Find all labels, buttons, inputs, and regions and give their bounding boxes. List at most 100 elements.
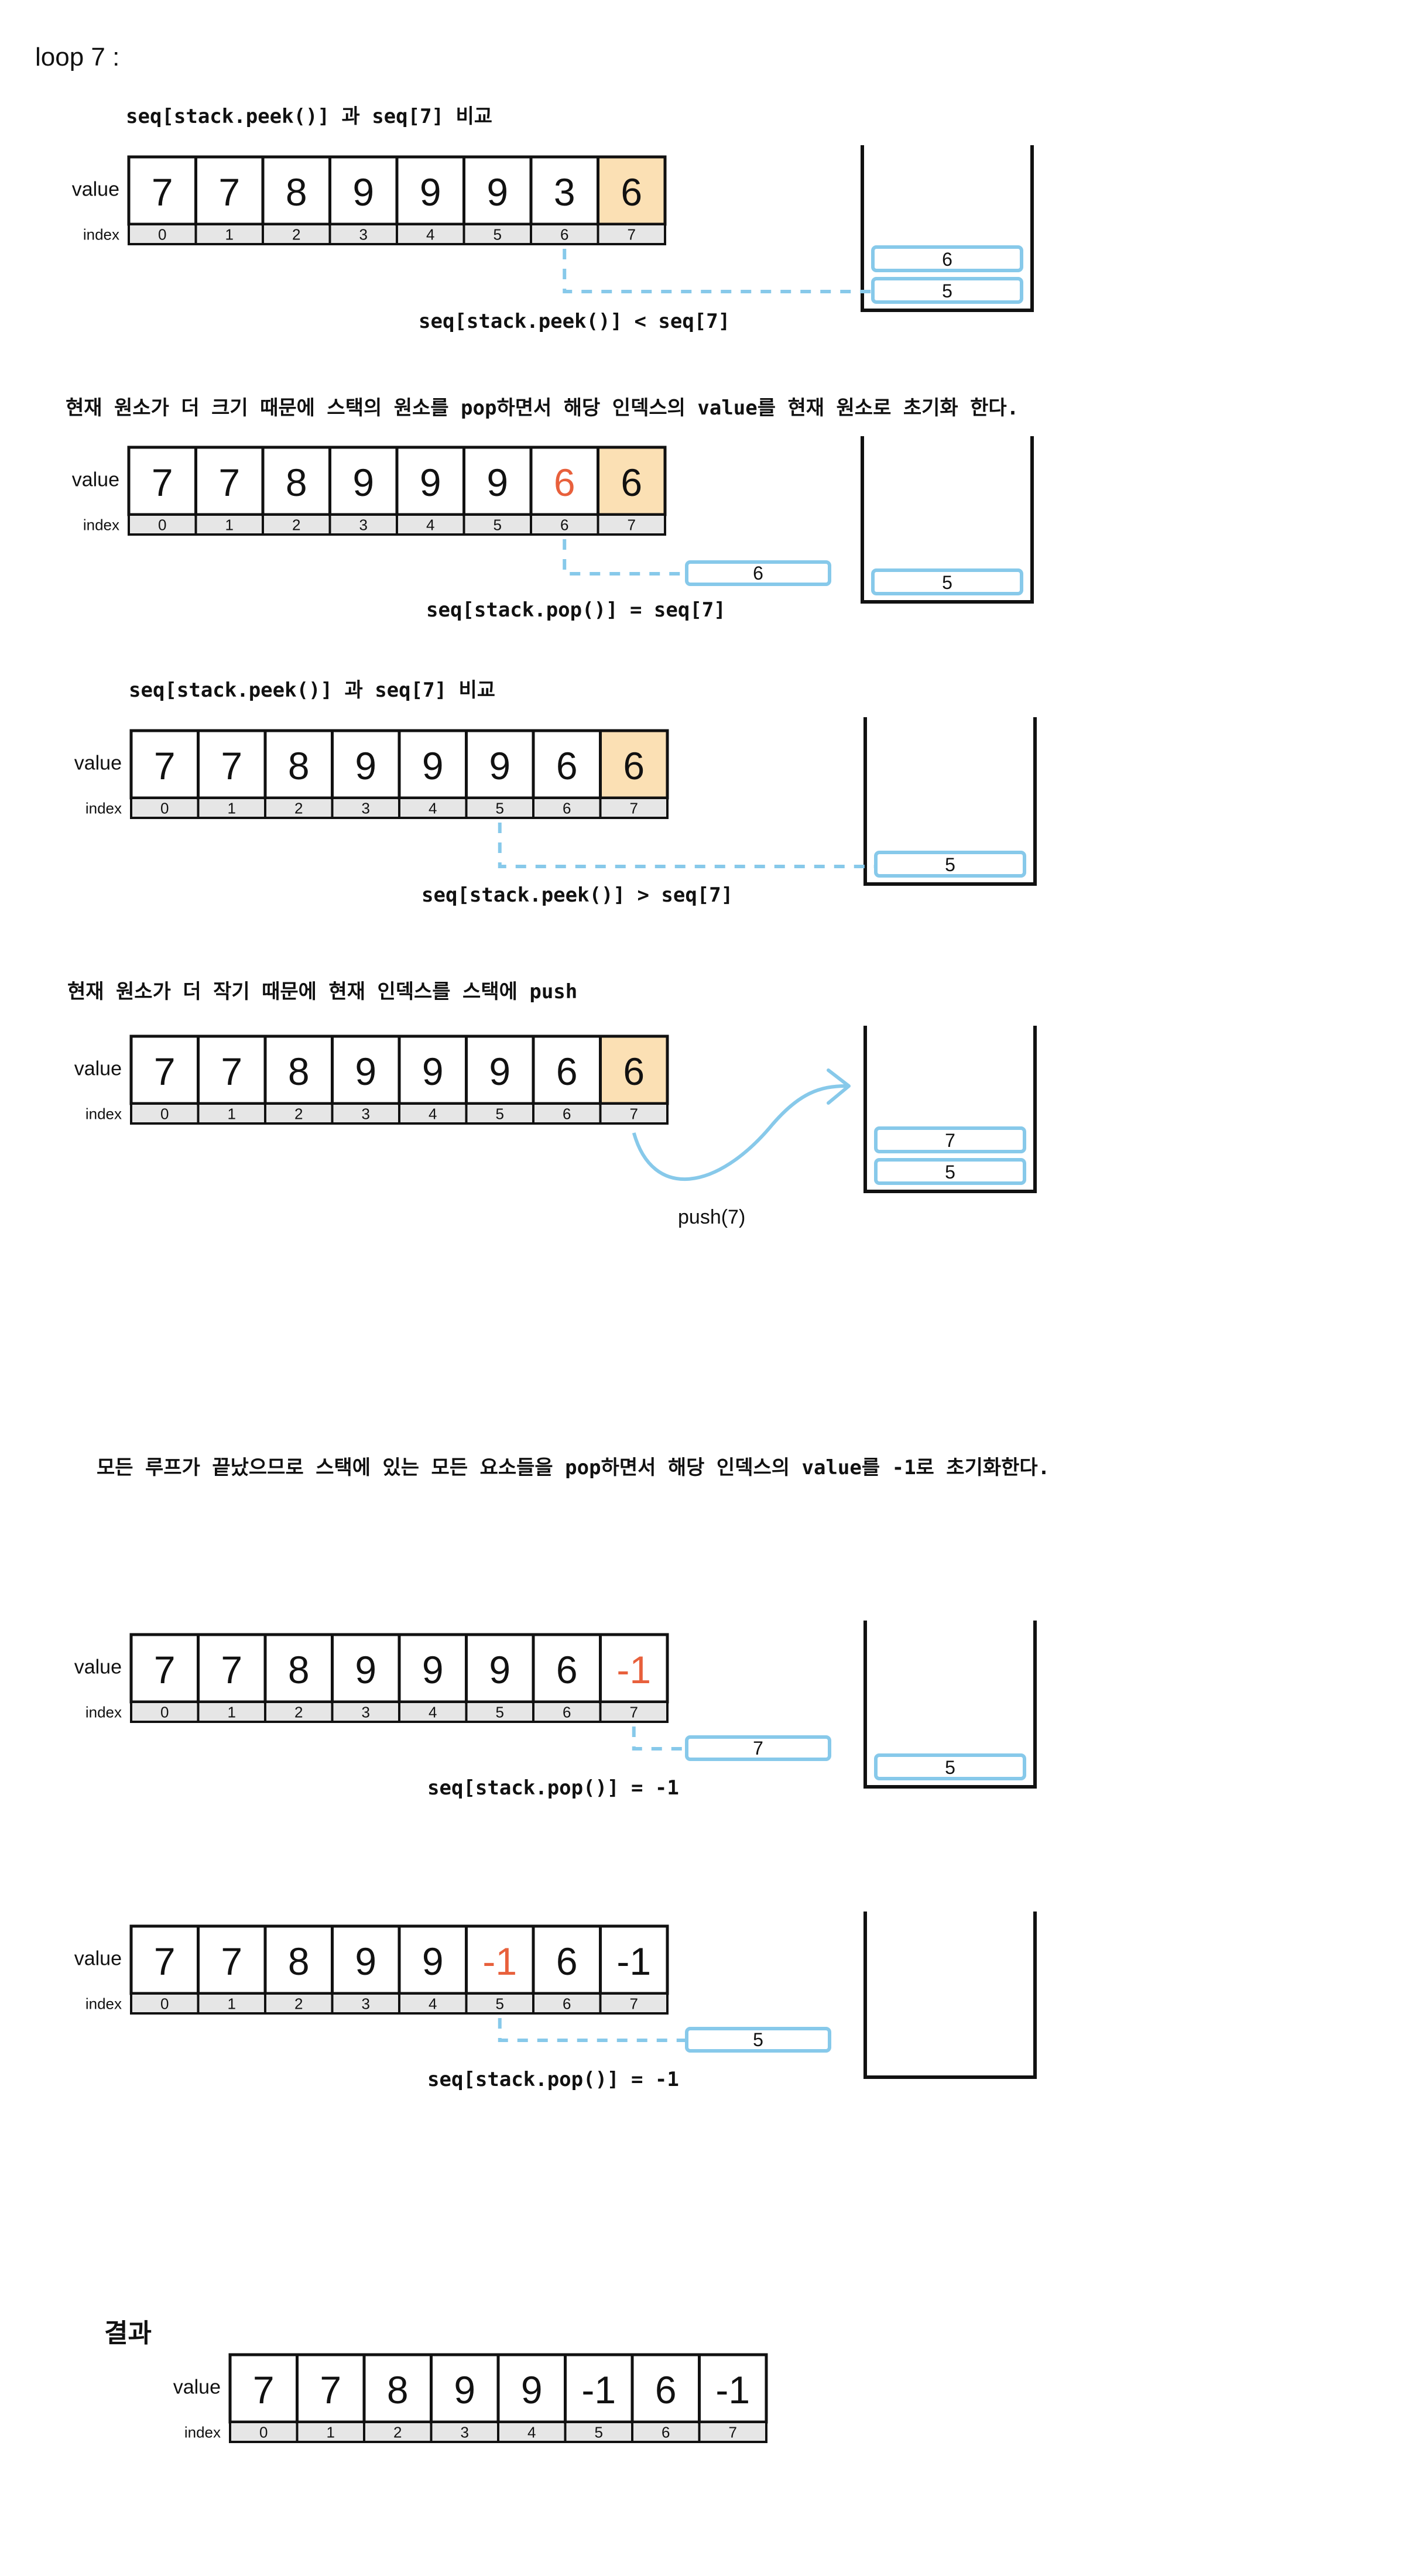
- stack-item-text: 5: [945, 1757, 955, 1778]
- value-text: 6: [621, 170, 642, 214]
- value-text: -1: [482, 1940, 517, 1983]
- stack-item-text: 6: [942, 249, 952, 270]
- index-text: 2: [294, 800, 303, 817]
- popped-item: [685, 1735, 831, 1761]
- value-text: 9: [489, 1050, 510, 1093]
- value-label: value: [72, 179, 119, 201]
- index-text: 4: [429, 1704, 437, 1721]
- final-caption: 모든 루프가 끝났으므로 스택에 있는 모든 요소들을 pop하면서 해당 인덱…: [97, 1456, 1050, 1479]
- index-cell: [465, 797, 534, 819]
- value-text: 7: [221, 1648, 242, 1691]
- value-text: 8: [288, 1050, 310, 1093]
- value-text: 6: [556, 1940, 578, 1983]
- index-text: 2: [294, 1105, 303, 1123]
- value-cell: [599, 729, 669, 800]
- value-cell: [197, 729, 267, 800]
- value-text: 6: [655, 2368, 677, 2411]
- stack-item: [871, 277, 1023, 304]
- value-text: 8: [387, 2368, 409, 2411]
- index-text: 2: [294, 1995, 303, 2013]
- index-label: index: [85, 1995, 122, 2013]
- value-text: 7: [218, 170, 240, 214]
- index-text: 0: [160, 1995, 169, 2013]
- index-cell: [396, 513, 465, 536]
- value-text: 7: [154, 744, 176, 787]
- index-cell: [462, 513, 532, 536]
- value-cell: [129, 729, 200, 800]
- value-cell: [129, 1633, 200, 1704]
- popped-item: [685, 560, 831, 586]
- value-text: 9: [486, 461, 508, 504]
- value-text: 7: [154, 1648, 176, 1691]
- value-text: 7: [253, 2368, 275, 2411]
- index-cell: [296, 2421, 365, 2443]
- value-cell: [197, 1633, 267, 1704]
- index-cell: [599, 797, 669, 819]
- index-text: 4: [429, 1105, 437, 1123]
- index-cell: [465, 1992, 534, 2015]
- value-text: 9: [489, 1648, 510, 1691]
- index-text: 6: [563, 1995, 571, 2013]
- index-text: 7: [630, 800, 638, 817]
- value-cell: [465, 1924, 535, 1995]
- value-text: 9: [422, 1940, 444, 1983]
- index-text: 3: [362, 800, 370, 817]
- index-text: 6: [563, 1105, 571, 1123]
- popped-item-text: 7: [753, 1738, 763, 1759]
- index-text: 5: [494, 516, 502, 534]
- value-text: 7: [221, 1050, 242, 1093]
- value-label: value: [74, 1058, 122, 1080]
- stack-container: [863, 1621, 1037, 1789]
- value-cell: [532, 729, 602, 800]
- value-text: 6: [556, 1648, 578, 1691]
- pointer-line: [498, 823, 877, 868]
- stack-item: [871, 568, 1023, 595]
- value-text: 6: [623, 744, 645, 787]
- index-cell: [698, 2421, 767, 2443]
- stack-container: [861, 145, 1034, 312]
- index-text: 3: [362, 1704, 370, 1721]
- index-text: 5: [595, 2424, 603, 2441]
- value-cell: [127, 446, 197, 516]
- stack-container: [863, 1912, 1037, 2079]
- index-text: 5: [496, 1704, 504, 1721]
- index-text: 5: [496, 1995, 504, 2013]
- value-text: 9: [355, 1648, 376, 1691]
- value-text: 7: [152, 461, 173, 504]
- stack-item-text: 5: [942, 280, 952, 302]
- stack-container: [863, 717, 1037, 886]
- index-text: 3: [461, 2424, 469, 2441]
- index-text: 6: [662, 2424, 670, 2441]
- index-cell: [564, 2421, 633, 2443]
- index-cell: [599, 1992, 669, 2015]
- index-text: 7: [630, 1704, 638, 1721]
- index-text: 2: [294, 1704, 303, 1721]
- index-cell: [599, 1102, 669, 1125]
- index-cell: [128, 223, 197, 245]
- index-cell: [328, 223, 398, 245]
- popped-item-text: 6: [753, 563, 763, 584]
- value-cell: [599, 1034, 669, 1105]
- value-text: 9: [352, 170, 374, 214]
- value-cell: [263, 1924, 334, 1995]
- value-text: 7: [154, 1050, 176, 1093]
- comparison-label: seq[stack.pop()] = seq[7]: [426, 598, 726, 622]
- index-text: 5: [496, 1105, 504, 1123]
- index-text: 0: [160, 800, 169, 817]
- stack-item-text: 7: [945, 1130, 955, 1151]
- index-label: index: [85, 800, 122, 817]
- value-cell: [331, 1633, 401, 1704]
- index-text: 6: [563, 1704, 571, 1721]
- value-text: 6: [556, 744, 578, 787]
- index-cell: [532, 797, 602, 819]
- index-cell: [597, 513, 666, 536]
- value-text: 9: [521, 2368, 543, 2411]
- index-text: 7: [729, 2424, 737, 2441]
- value-text: 9: [355, 1940, 376, 1983]
- index-text: 7: [630, 1995, 638, 2013]
- index-label: index: [83, 226, 119, 244]
- value-cell: [599, 1924, 669, 1995]
- index-label: index: [85, 1704, 122, 1721]
- value-text: 9: [489, 744, 510, 787]
- index-text: 1: [225, 516, 234, 534]
